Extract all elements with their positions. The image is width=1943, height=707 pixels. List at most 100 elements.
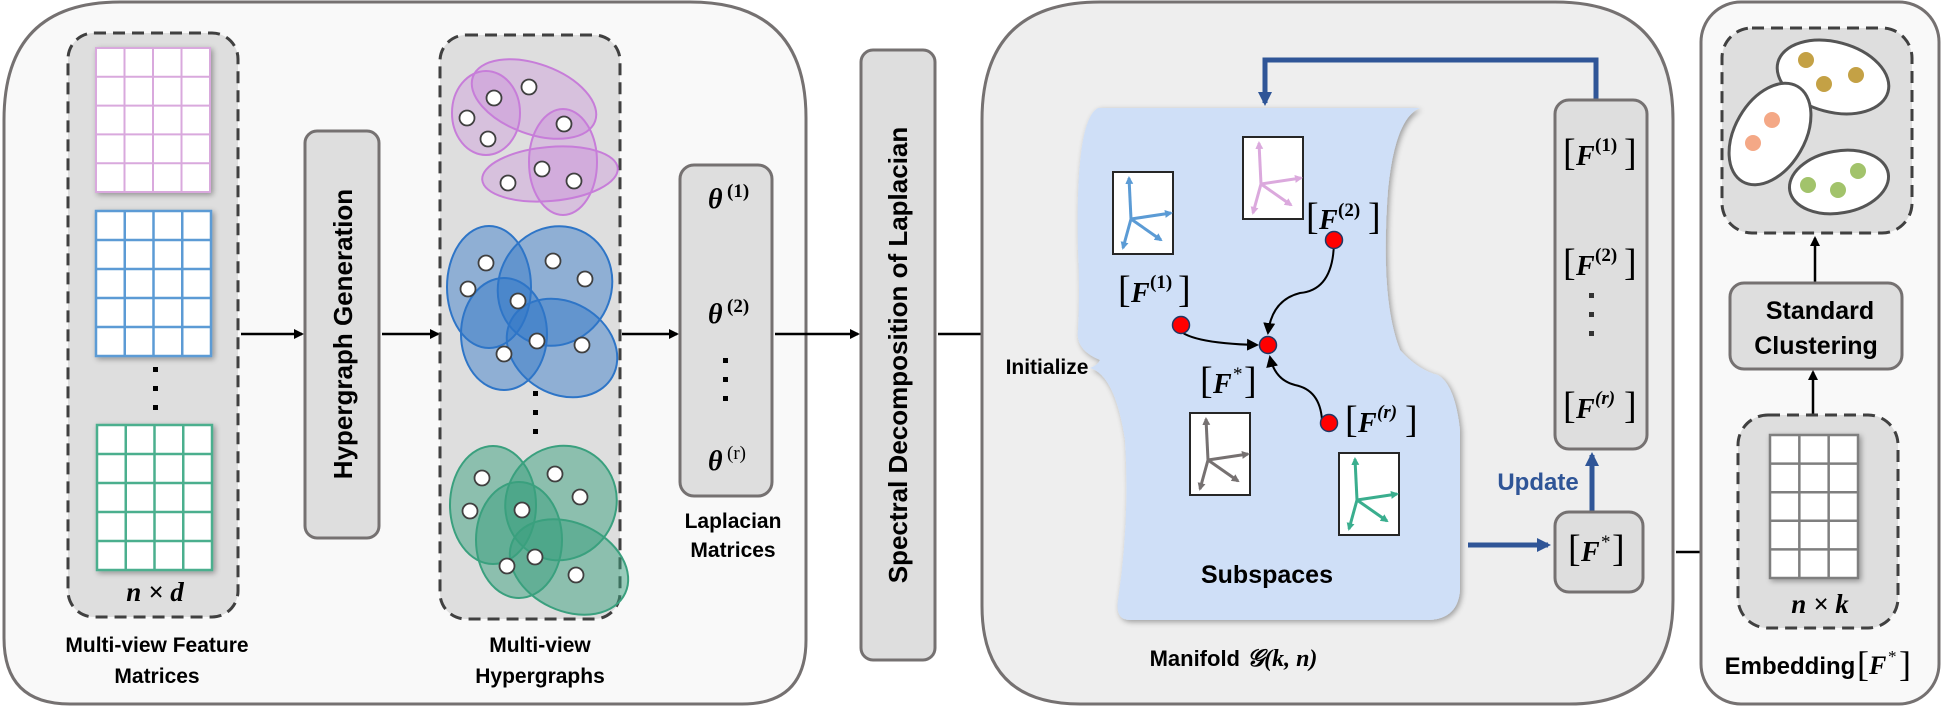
svg-text:*: *	[1601, 532, 1611, 553]
axis-arrow	[1260, 174, 1303, 186]
subspace-axes-icon-viewr	[1338, 452, 1400, 536]
hypergraphs-label-2: Hypergraphs	[475, 665, 605, 688]
svg-text:[: [	[1857, 644, 1869, 684]
svg-text:F: F	[1580, 537, 1600, 568]
svg-text:F: F	[1212, 369, 1232, 400]
hypergraph-vertex	[509, 292, 527, 310]
svg-text:]: ]	[1624, 385, 1637, 427]
svg-text:(r): (r)	[727, 443, 746, 464]
hypergraph-viewr	[449, 444, 630, 616]
svg-text:Manifold: Manifold	[1150, 646, 1240, 671]
ellipsis-dots	[153, 367, 158, 410]
point-label-f2: [ F (2) ]	[1306, 196, 1381, 238]
feature-matrices-label-1: Multi-view Feature	[65, 634, 248, 657]
svg-text:[: [	[1345, 399, 1358, 441]
update-feedback-arrow	[1258, 57, 1599, 106]
hypergraph-vertex	[576, 270, 594, 288]
svg-text:[: [	[1118, 269, 1131, 311]
hypergraph-vertex	[459, 280, 477, 298]
ellipsis-dots	[533, 391, 538, 434]
axis-arrow	[1250, 183, 1263, 215]
svg-text:θ: θ	[708, 299, 723, 330]
svg-text:F: F	[1575, 141, 1595, 172]
stack-item-fr: [ F (r) ]	[1563, 385, 1637, 427]
svg-text:(1): (1)	[1595, 135, 1617, 156]
hypergraph-view1	[451, 58, 619, 216]
svg-text:F: F	[1575, 251, 1595, 282]
svg-text:[: [	[1563, 385, 1576, 427]
feature-matrix-view2	[94, 209, 213, 358]
hypergraph-vertex	[555, 115, 573, 133]
svg-text:(2): (2)	[1595, 245, 1617, 266]
svg-text:(r): (r)	[1377, 402, 1397, 423]
subspace-axes-icon-view1	[1112, 171, 1174, 255]
feature-matrix-viewr	[95, 423, 214, 572]
standard-clustering-box	[1728, 281, 1904, 371]
subspace-axes-icon-consensus	[1189, 412, 1251, 496]
svg-text:*: *	[1888, 647, 1897, 666]
axis-arrow	[1207, 458, 1240, 483]
hypergraph-vertex	[499, 174, 517, 192]
svg-text:F: F	[1868, 651, 1886, 680]
svg-text:]: ]	[1624, 132, 1637, 174]
cluster-salmon	[1727, 81, 1813, 187]
cluster-point	[1764, 112, 1780, 128]
point-fstar	[1258, 335, 1278, 355]
manifold-label: Manifold 𝒢(k, n)	[1150, 646, 1318, 672]
hypergraph-vertex	[458, 109, 476, 127]
axis-arrow	[1351, 457, 1360, 501]
standard-clustering-label-2: Clustering	[1754, 332, 1878, 360]
hypergraph-vertex	[546, 465, 564, 483]
theta-1: θ (1)	[708, 181, 749, 215]
hypergraph-vertex	[477, 254, 495, 272]
feature-matrices-label-2: Matrices	[114, 665, 199, 688]
laplacian-label-2: Matrices	[690, 539, 775, 562]
hyperedge	[528, 108, 598, 216]
cluster-point	[1745, 135, 1761, 151]
theta-2: θ (2)	[708, 296, 749, 330]
hyperedge	[508, 518, 630, 616]
axis-arrow	[1120, 218, 1133, 250]
hypergraphs-label-1: Multi-view	[489, 634, 591, 657]
axis-arrow	[1346, 499, 1359, 531]
axis-arrow	[1255, 141, 1264, 185]
svg-text:[: [	[1200, 360, 1213, 402]
feature-dims-label: n × d	[126, 577, 184, 607]
axis-arrow	[1356, 490, 1399, 502]
hypergraph-vertex	[461, 502, 479, 520]
hypergraph-generation-label: Hypergraph Generation	[328, 189, 358, 479]
svg-text:[: [	[1563, 242, 1576, 284]
svg-text:]: ]	[1368, 196, 1381, 238]
svg-text:(2): (2)	[727, 296, 749, 317]
point-f2	[1324, 230, 1344, 250]
axis-arrow	[1130, 209, 1173, 221]
embedding-label: Embedding [ F * ]	[1725, 644, 1911, 684]
embedding-stack-box	[1553, 98, 1649, 451]
hyperedge	[451, 70, 521, 156]
axis-arrow	[1260, 182, 1293, 207]
hyperedge	[446, 225, 532, 349]
svg-text:(1): (1)	[1150, 272, 1172, 293]
point-f1	[1171, 315, 1191, 335]
initialize-label: Initialize	[1006, 356, 1089, 379]
hypergraph-vertex	[544, 252, 562, 270]
axis-arrow	[1207, 450, 1250, 462]
matrix-frame	[1768, 433, 1860, 580]
svg-text:]: ]	[1244, 360, 1257, 402]
hypergraph-vertex	[567, 566, 585, 584]
svg-text:]: ]	[1405, 399, 1418, 441]
hypergraph-vertex	[479, 130, 497, 148]
svg-text:F: F	[1318, 205, 1338, 236]
subspace-axes-icon-view2	[1242, 136, 1304, 220]
cluster-point	[1830, 182, 1846, 198]
hypergraph-vertex	[571, 488, 589, 506]
hypergraph-vertex	[528, 332, 546, 350]
hypergraph-vertex	[498, 557, 516, 575]
path-fr-to-fstar	[1266, 355, 1323, 421]
cluster-points	[1745, 52, 1866, 198]
hypergraph-vertex	[526, 548, 544, 566]
hyperedge	[496, 225, 614, 347]
point-label-fr: [ F (r) ]	[1345, 399, 1418, 441]
subspaces-label: Subspaces	[1201, 561, 1333, 589]
